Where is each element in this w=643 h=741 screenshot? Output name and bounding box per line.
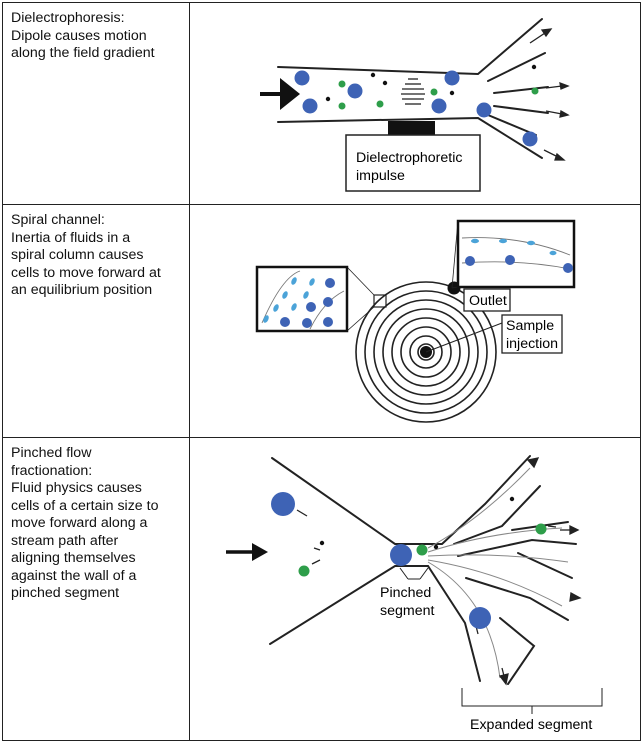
sample-label: injection xyxy=(506,336,558,352)
impulse-label-box xyxy=(345,134,481,192)
description-line: Fluid physics causes xyxy=(11,480,142,496)
zoom-line xyxy=(346,306,375,332)
description-line: cells of a certain size to xyxy=(11,497,159,514)
field-lines xyxy=(401,78,425,105)
description-line: fractionation: xyxy=(11,462,93,479)
description-line: pinched segment xyxy=(11,585,120,601)
figure-cell: Dielectrophoretic impulse xyxy=(189,2,641,205)
row-spiral-channel: Spiral channel: Inertia of fluids in a s… xyxy=(2,204,641,438)
impulse-label: impulse xyxy=(356,168,405,184)
small-particles xyxy=(319,496,515,550)
spiral-channel-diagram: Outlet Sample injection xyxy=(255,219,576,423)
description: Pinched flow fractionation: Fluid physic… xyxy=(3,438,189,610)
figure-cell: Pinched segment Expanded segment xyxy=(189,437,641,741)
expanded-label: Expanded segment xyxy=(470,717,592,733)
arrow-right-icon xyxy=(260,78,300,110)
description-line: move forward along a xyxy=(11,515,148,531)
description-line: Dipole causes motion xyxy=(11,27,147,44)
outflow-arrows xyxy=(529,28,570,161)
blue-cells xyxy=(294,70,538,147)
sample-label: Sample xyxy=(506,318,554,334)
description-line: aligning themselves xyxy=(11,550,136,566)
zoom-line xyxy=(346,266,375,296)
pinched-label: segment xyxy=(380,603,434,619)
desc-cell: Spiral channel: Inertia of fluids in a s… xyxy=(2,204,190,438)
blue-cells xyxy=(271,492,491,629)
description-line: cells to move forward at xyxy=(11,264,161,281)
description-line: stream path after xyxy=(11,532,119,549)
zoom-region xyxy=(373,294,387,308)
small-particles xyxy=(325,64,537,102)
row-dielectrophoresis: Dielectrophoresis: Dipole causes motion … xyxy=(2,2,641,205)
description: Dielectrophoresis: Dipole causes motion … xyxy=(3,3,189,70)
expanded-bracket xyxy=(461,688,603,714)
pinched-flow-diagram: Pinched segment Expanded segment xyxy=(226,455,603,733)
figure-cell: Outlet Sample injection xyxy=(189,204,641,438)
outlet-label-box xyxy=(463,288,511,312)
desc-cell: Pinched flow fractionation: Fluid physic… xyxy=(2,437,190,741)
description-title: Dielectrophoresis: xyxy=(11,10,125,26)
row-pinched-flow: Pinched flow fractionation: Fluid physic… xyxy=(2,437,641,741)
green-cells xyxy=(338,80,539,110)
description-line: Inertia of fluids in a xyxy=(11,229,131,246)
description-title: Pinched flow xyxy=(11,445,92,461)
description-line: an equilibrium position xyxy=(11,282,153,298)
electrode xyxy=(388,121,435,136)
outflow-arrows xyxy=(498,457,582,686)
desc-cell: Dielectrophoresis: Dipole causes motion … xyxy=(2,2,190,205)
description-line: spiral column causes xyxy=(11,247,144,263)
outlet-label: Outlet xyxy=(469,293,507,309)
description-line: along the field gradient xyxy=(11,45,155,61)
pinched-label: Pinched xyxy=(380,585,431,601)
spiral xyxy=(355,281,497,423)
inset-right xyxy=(456,219,576,289)
stream-lines xyxy=(427,467,569,679)
impulse-label: Dielectrophoretic xyxy=(356,150,462,166)
dielectrophoresis-diagram: Dielectrophoretic impulse xyxy=(260,18,570,192)
description-title: Spiral channel: xyxy=(11,212,105,228)
leader-line xyxy=(425,322,503,353)
sample-label-box xyxy=(501,314,563,354)
arrow-right-icon xyxy=(226,543,268,561)
pinched-bracket xyxy=(399,567,429,580)
description-line: against the wall of a xyxy=(11,567,137,584)
channel-walls xyxy=(269,455,577,685)
green-cells xyxy=(298,523,547,577)
description: Spiral channel: Inertia of fluids in a s… xyxy=(3,205,189,307)
inset-left xyxy=(255,265,349,333)
